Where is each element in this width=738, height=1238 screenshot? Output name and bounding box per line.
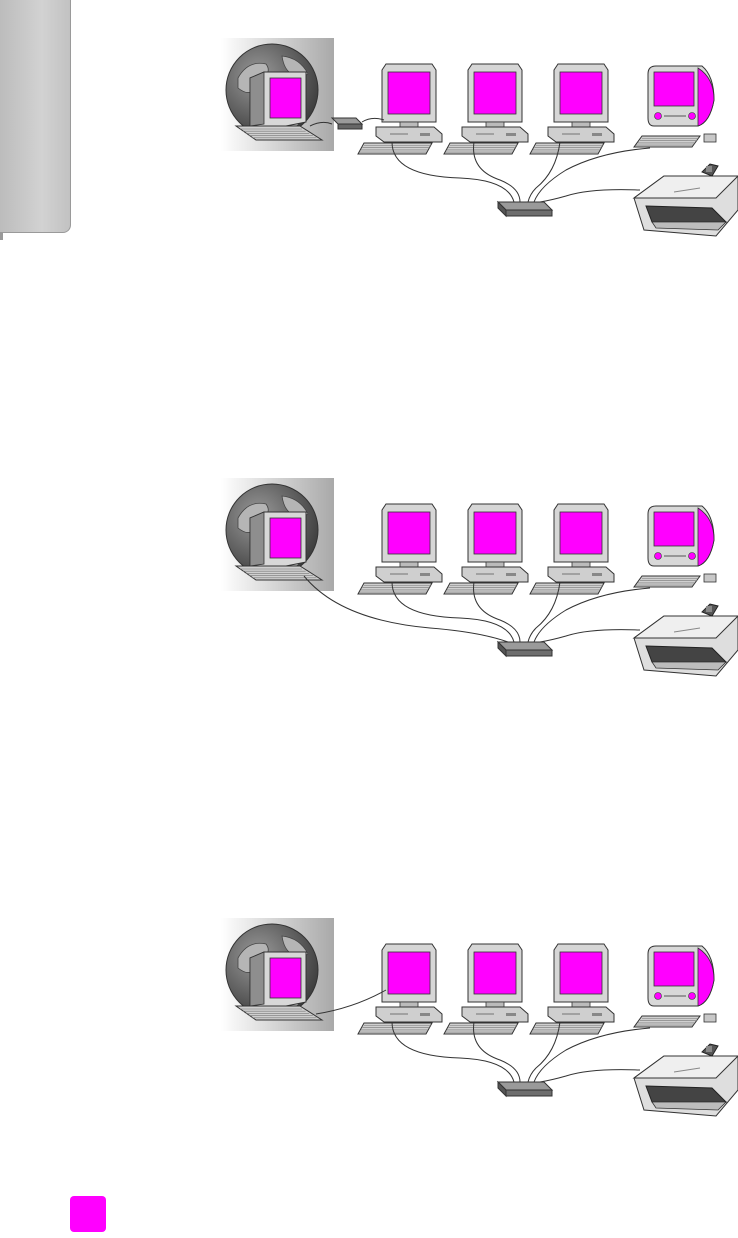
network-cable: [534, 148, 650, 202]
network-hub-icon: [498, 202, 552, 216]
network-hub-icon: [498, 1082, 552, 1096]
desktop-computer-1: [358, 64, 442, 154]
desktop-computer-3: [530, 504, 614, 594]
imac-icon: [634, 506, 716, 587]
desktop-computer-2: [444, 504, 528, 594]
desktop-computer-2: [444, 944, 528, 1034]
imac-icon: [634, 66, 716, 147]
printer-icon: [634, 164, 738, 236]
network-diagram-3-svg: [0, 910, 738, 1210]
imac-icon: [634, 946, 716, 1027]
network-diagram-2-svg: [0, 470, 738, 770]
page-number-badge: [70, 1196, 106, 1232]
desktop-computer-2: [444, 64, 528, 154]
network-cable: [534, 588, 650, 642]
network-cable: [534, 1028, 650, 1082]
printer-icon: [634, 1044, 738, 1116]
desktop-computer-3: [530, 944, 614, 1034]
network-diagram-1-svg: [0, 30, 738, 330]
network-diagram-1: [0, 30, 738, 330]
internet-panel: [221, 38, 334, 151]
modem-icon: [332, 118, 362, 129]
network-cable: [362, 118, 384, 122]
printer-icon: [634, 604, 738, 676]
network-hub-icon: [498, 642, 552, 656]
network-cable: [540, 630, 640, 642]
desktop-computer-1: [358, 944, 442, 1034]
network-cable: [540, 1070, 640, 1082]
network-cable: [540, 190, 640, 202]
internet-panel: [221, 478, 334, 591]
desktop-computer-3: [530, 64, 614, 154]
network-diagram-2: [0, 470, 738, 770]
desktop-computer-1: [358, 504, 442, 594]
network-diagram-3: [0, 910, 738, 1210]
